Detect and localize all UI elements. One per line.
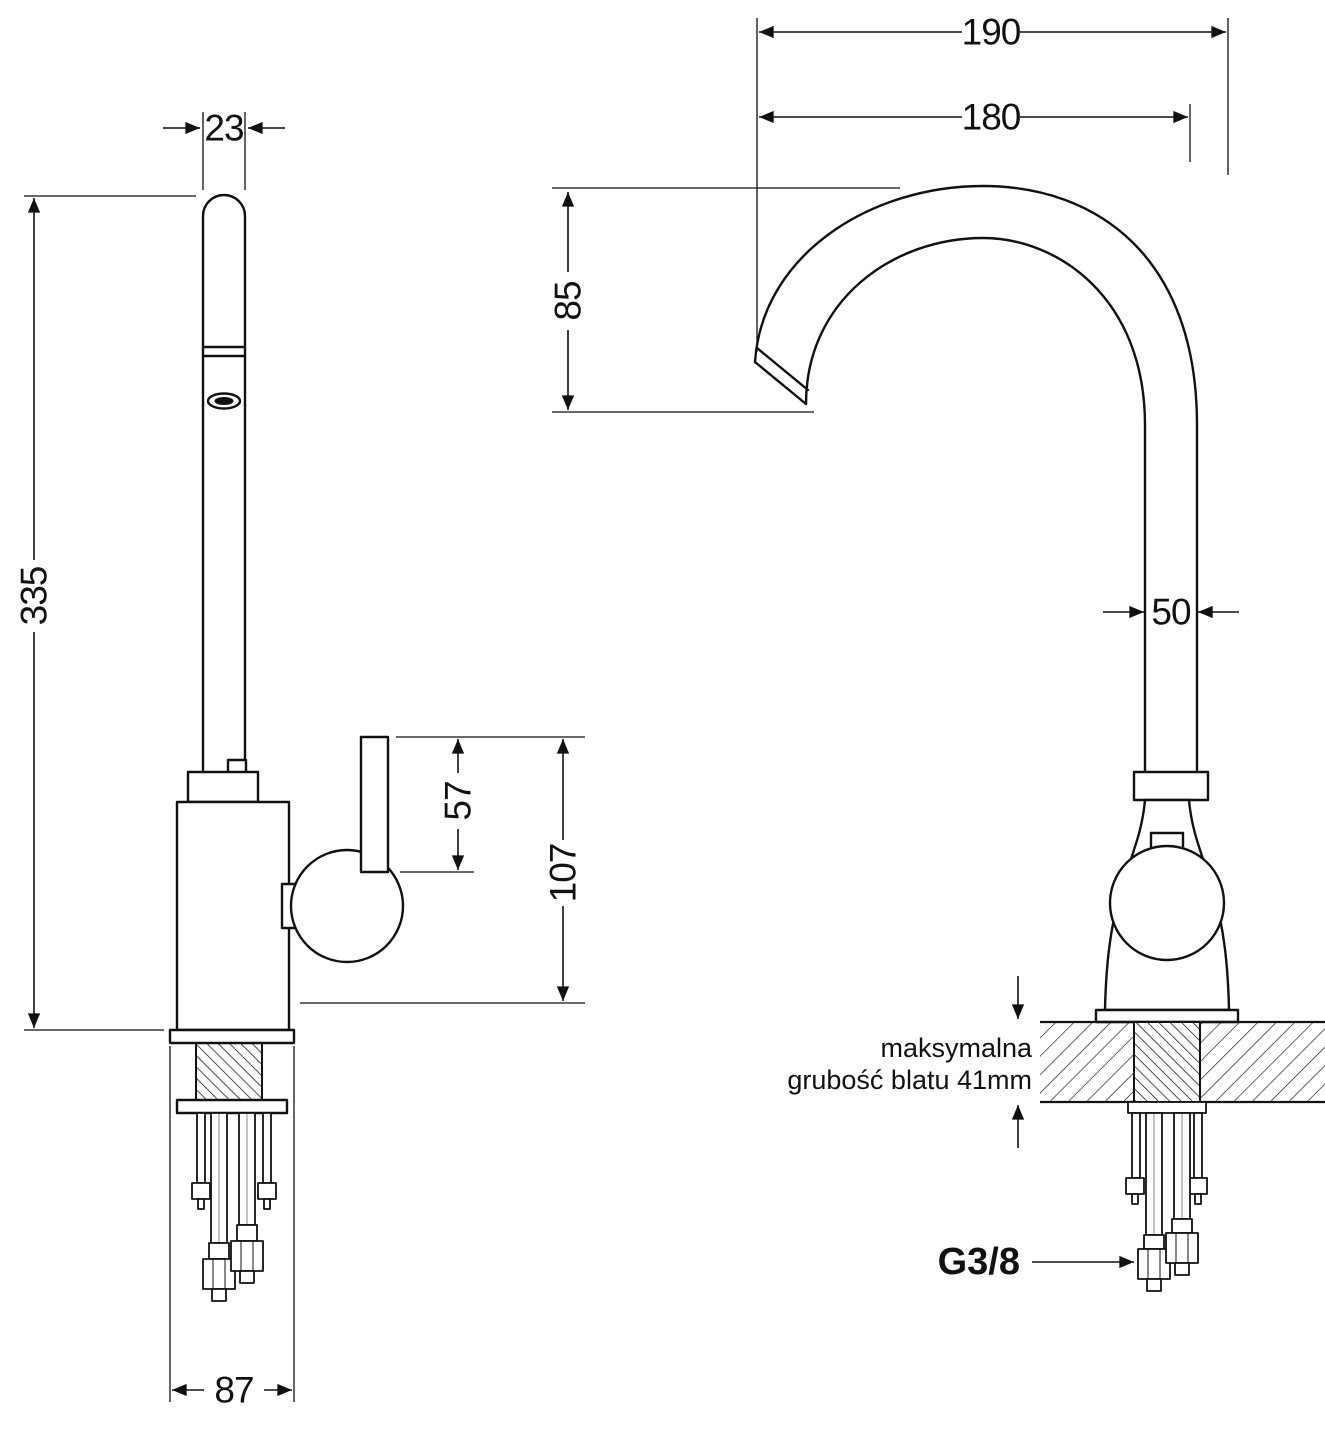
body-side xyxy=(175,800,291,1032)
stud-tip xyxy=(1194,1193,1202,1205)
hose-connector xyxy=(1143,1234,1165,1250)
spout-pipe-outline xyxy=(201,193,247,778)
collar-front xyxy=(1132,770,1210,802)
hose-connector xyxy=(236,1224,258,1242)
extension-lines-side xyxy=(24,112,585,1402)
collar xyxy=(186,770,260,804)
mounting-plate-front xyxy=(1127,1101,1207,1114)
stud-tip xyxy=(263,1198,271,1210)
dim-label-handle-height: 57 xyxy=(438,781,479,820)
threaded-shank-side xyxy=(195,1042,263,1101)
stud xyxy=(1131,1112,1141,1179)
extension-lines-front xyxy=(552,18,1229,413)
gooseneck-inner xyxy=(804,236,1147,774)
stud-nut xyxy=(191,1182,211,1200)
base-plate xyxy=(168,1028,296,1045)
threaded-shank-front xyxy=(1133,1021,1201,1103)
countertop-note-line2: grubość blatu 41mm xyxy=(787,1065,1032,1095)
stud xyxy=(1193,1112,1203,1179)
hose-nut xyxy=(230,1240,264,1272)
spout-tip-front xyxy=(753,346,810,406)
dim-label-total-reach: 190 xyxy=(962,12,1021,53)
dim-label-base-width: 87 xyxy=(214,1370,253,1411)
mounting-plate xyxy=(175,1098,289,1115)
aerator-hole xyxy=(214,397,234,405)
mounting-hardware-front xyxy=(1125,1112,1208,1292)
hose-tip xyxy=(211,1288,227,1302)
front-view xyxy=(753,184,1325,1292)
stud-nut xyxy=(1188,1177,1208,1195)
stud-tip xyxy=(197,1198,205,1210)
dim-label-spout-height: 85 xyxy=(548,281,589,321)
front-view-dimensions: 190 180 85 50 maksymalna grubość blatu 4… xyxy=(548,12,1239,1283)
dim-label-pipe-width: 50 xyxy=(1151,592,1191,633)
hose-nut xyxy=(1165,1232,1199,1264)
hose-tip xyxy=(1174,1262,1190,1276)
stud-tip xyxy=(1131,1193,1139,1205)
dim-label-total-height: 335 xyxy=(14,566,55,625)
spout-pipe-joint xyxy=(201,345,247,358)
thread-size-label: G3/8 xyxy=(938,1241,1020,1283)
hose-connector xyxy=(208,1242,230,1260)
side-view xyxy=(168,193,405,1302)
hose-tip xyxy=(1146,1278,1162,1292)
hose-tip xyxy=(239,1270,255,1284)
stud xyxy=(262,1112,272,1184)
base-flange-front xyxy=(1094,1008,1240,1024)
mounting-hardware-side xyxy=(191,1112,277,1302)
stud-nut xyxy=(1125,1177,1145,1195)
dim-label-spout-reach: 180 xyxy=(962,97,1021,138)
dim-label-spout-width: 23 xyxy=(204,108,243,149)
side-view-dimensions: 23 335 57 107 87 xyxy=(14,108,585,1411)
gooseneck-outer xyxy=(753,184,1199,774)
stud xyxy=(196,1112,206,1184)
stud-nut xyxy=(257,1182,277,1200)
handle-lever xyxy=(359,735,390,874)
hose-connector xyxy=(1171,1218,1193,1234)
handle-joint xyxy=(289,848,405,964)
dim-label-body-height: 107 xyxy=(543,844,584,903)
handle-joint-front xyxy=(1108,844,1226,962)
countertop-note-line1: maksymalna xyxy=(880,1033,1033,1063)
